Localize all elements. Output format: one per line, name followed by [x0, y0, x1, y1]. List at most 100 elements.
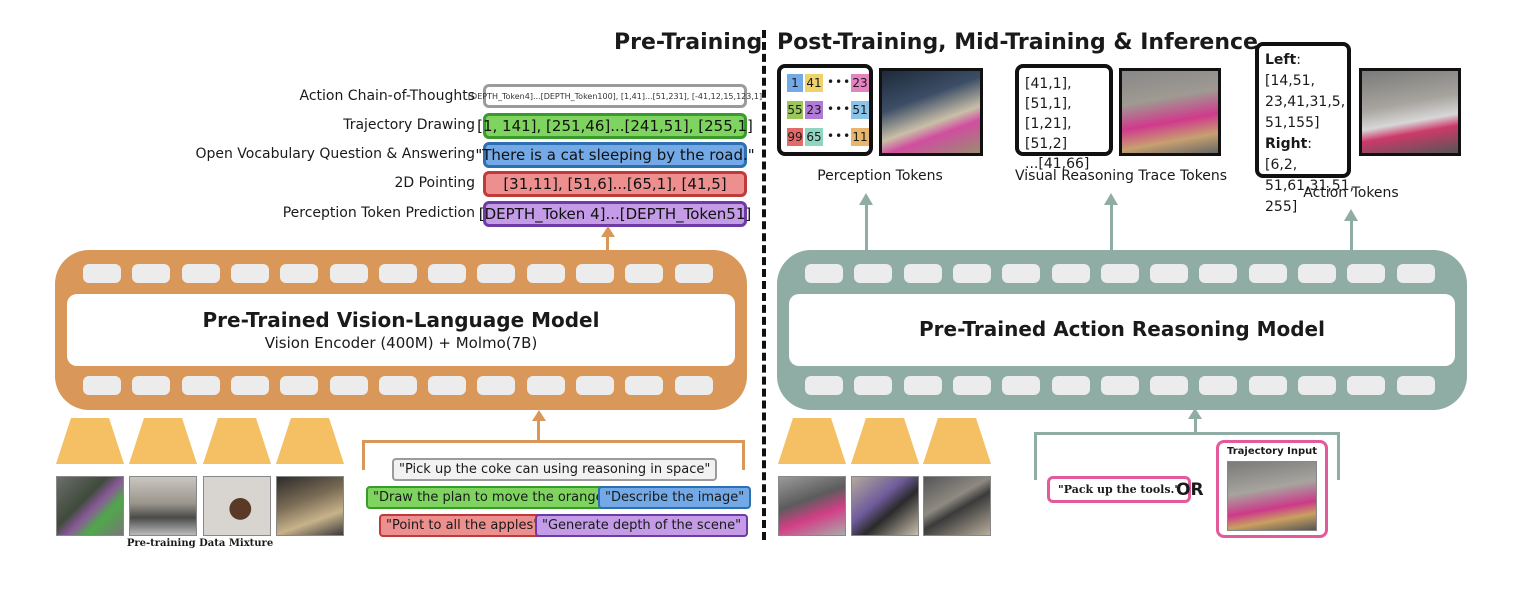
pretraining-heading: Pre-Training	[614, 30, 763, 55]
action-model-block: Pre-Trained Action Reasoning Model	[777, 250, 1467, 410]
inference-photo-table	[923, 476, 991, 536]
row-label-action-cot: Action Chain-of-Thoughts	[299, 88, 476, 104]
pretrain-photo-robot-lab	[56, 476, 124, 536]
action-model-inner-panel: Pre-Trained Action Reasoning Model	[789, 294, 1455, 366]
action-arrow-line	[1350, 220, 1353, 254]
pretrain-photo-cake	[203, 476, 271, 536]
token-slot	[477, 376, 516, 395]
instruction-arrow-head	[532, 410, 546, 421]
action-left-line: 51,155]	[1265, 115, 1320, 131]
token-slot	[625, 264, 664, 283]
instruction-pick-coke: "Pick up the coke can using reasoning in…	[392, 458, 718, 481]
token-slot	[378, 376, 417, 395]
token-slot	[1150, 376, 1189, 395]
token-slot	[1347, 264, 1386, 283]
instruction-draw-plan: "Draw the plan to move the orange"	[366, 486, 617, 509]
token-slot	[132, 264, 171, 283]
token-slot	[1051, 376, 1090, 395]
token-slot	[1298, 376, 1336, 395]
image-encoder-trapezoid	[778, 418, 846, 464]
token-slot	[1199, 264, 1238, 283]
trajectory-input-label: Trajectory Input	[1226, 446, 1318, 457]
token-slot	[1396, 264, 1435, 283]
trajectory-input-photo	[1227, 461, 1317, 531]
action-caption: Action Tokens	[1303, 185, 1399, 201]
output-trajectory: [1, 141], [251,46]...[241,51], [255,1]	[477, 113, 753, 139]
row-label-vqa: Open Vocabulary Question & Answering	[195, 146, 475, 162]
image-encoder-trapezoid	[56, 418, 124, 464]
perception-cell: 65	[805, 128, 823, 146]
input-arrow-head	[1188, 408, 1202, 419]
data-mixture-caption: Pre-training Data Mixture	[126, 538, 274, 549]
or-label: OR	[1176, 480, 1204, 500]
token-slot	[952, 264, 991, 283]
token-slot	[1199, 376, 1238, 395]
action-right-line: Right:[6,2,	[1265, 136, 1312, 173]
token-slot	[576, 264, 614, 283]
posttraining-heading: Post-Training, Mid-Training & Inference	[777, 30, 1258, 55]
instruction-describe-image: "Describe the image"	[598, 486, 752, 509]
token-slot	[83, 376, 121, 395]
vlm-output-arrow-line	[606, 236, 609, 252]
visual-arrow-line	[1110, 204, 1113, 254]
perception-robot-photo	[879, 68, 983, 156]
token-slot	[1002, 264, 1041, 283]
inference-photo-robot	[778, 476, 846, 536]
visual-trace-card: [41,1], [51,1], [1,21], [51,2] ...[41,66…	[1015, 64, 1113, 172]
vlm-subtitle: Vision Encoder (400M) + Molmo(7B)	[264, 334, 538, 352]
input-arrow-line	[1194, 418, 1197, 432]
row-label-perception: Perception Token Prediction	[282, 205, 475, 221]
token-slot	[83, 264, 121, 283]
output-vqa: "There is a cat sleeping by the road."	[475, 142, 755, 168]
instruction-generate-depth: "Generate depth of the scene"	[535, 514, 749, 537]
token-slot	[1298, 264, 1336, 283]
image-encoder-trapezoid	[203, 418, 271, 464]
token-slot	[428, 264, 467, 283]
perception-cell: 1	[787, 74, 803, 92]
image-encoder-trapezoid	[276, 418, 344, 464]
token-slot	[854, 264, 893, 283]
token-slot	[378, 264, 417, 283]
action-right-line: 51,61,31,51,	[1265, 178, 1355, 194]
vlm-title: Pre-Trained Vision-Language Model	[202, 308, 600, 332]
perception-cell: 51	[851, 101, 869, 119]
instruction-point-apples: "Point to all the apples"	[379, 514, 547, 537]
token-slot	[674, 376, 713, 395]
token-slot	[1248, 264, 1287, 283]
section-divider	[762, 30, 766, 540]
perception-dots: ••••	[827, 75, 860, 89]
visual-trace-line: ...[41,66]	[1025, 156, 1090, 172]
row-label-trajectory: Trajectory Drawing	[343, 117, 475, 133]
token-slot	[477, 264, 516, 283]
perception-arrow-head	[859, 193, 873, 205]
input-bracket	[1034, 432, 1340, 480]
token-slot	[674, 264, 713, 283]
token-slot	[1051, 264, 1090, 283]
perception-cell: 99	[787, 128, 803, 146]
action-arrow-head	[1344, 209, 1358, 221]
instruction-bracket	[362, 440, 745, 470]
image-encoder-trapezoid	[129, 418, 197, 464]
token-slot	[428, 376, 467, 395]
token-slot	[526, 376, 565, 395]
token-slot	[1100, 376, 1139, 395]
token-slot	[952, 376, 991, 395]
pack-tools-instruction: "Pack up the tools."	[1047, 476, 1192, 503]
perception-token-card: 1 41 •••• 23 55 23 •••• 51 99 65 •••• 11	[777, 64, 873, 156]
output-2d-pointing: [31,11], [51,6]...[65,1], [41,5]	[483, 171, 747, 197]
action-right-line: 255]	[1265, 199, 1298, 215]
perception-dots: ••••	[827, 129, 860, 143]
trajectory-input-card: Trajectory Input	[1216, 440, 1328, 538]
image-encoder-trapezoid	[851, 418, 919, 464]
action-left-line: 23,41,31,5,	[1265, 94, 1346, 110]
token-slot	[1396, 376, 1435, 395]
perception-arrow-line	[865, 204, 868, 254]
vlm-output-arrow-head	[601, 226, 615, 237]
token-slot	[132, 376, 171, 395]
token-slot	[854, 376, 893, 395]
action-token-card: Left:[14,51, 23,41,31,5, 51,155] Right:[…	[1255, 42, 1354, 215]
token-slot	[329, 264, 368, 283]
token-slot	[805, 264, 843, 283]
perception-cell: 23	[805, 101, 823, 119]
perception-dots: ••••	[827, 102, 860, 116]
